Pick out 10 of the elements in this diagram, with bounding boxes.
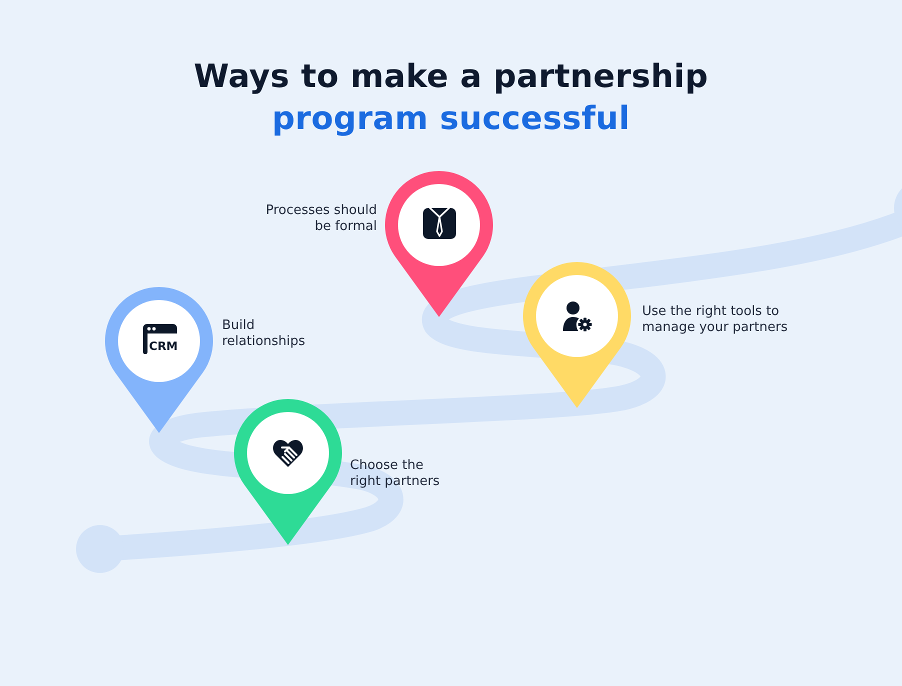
- icon-text: CRM: [149, 341, 178, 352]
- map-pin: [523, 262, 631, 408]
- pin-caption: Processes should be formal: [264, 203, 377, 234]
- map-pin: [234, 399, 342, 545]
- title: Ways to make a partnership program successful: [192, 56, 710, 139]
- pin-caption: Use the right tools to manage your partners: [642, 304, 789, 335]
- pin-caption: Build relationships: [222, 318, 306, 349]
- map-pin: [385, 171, 493, 317]
- map-pin: [105, 287, 213, 433]
- pin-caption: Choose the right partners: [350, 458, 441, 489]
